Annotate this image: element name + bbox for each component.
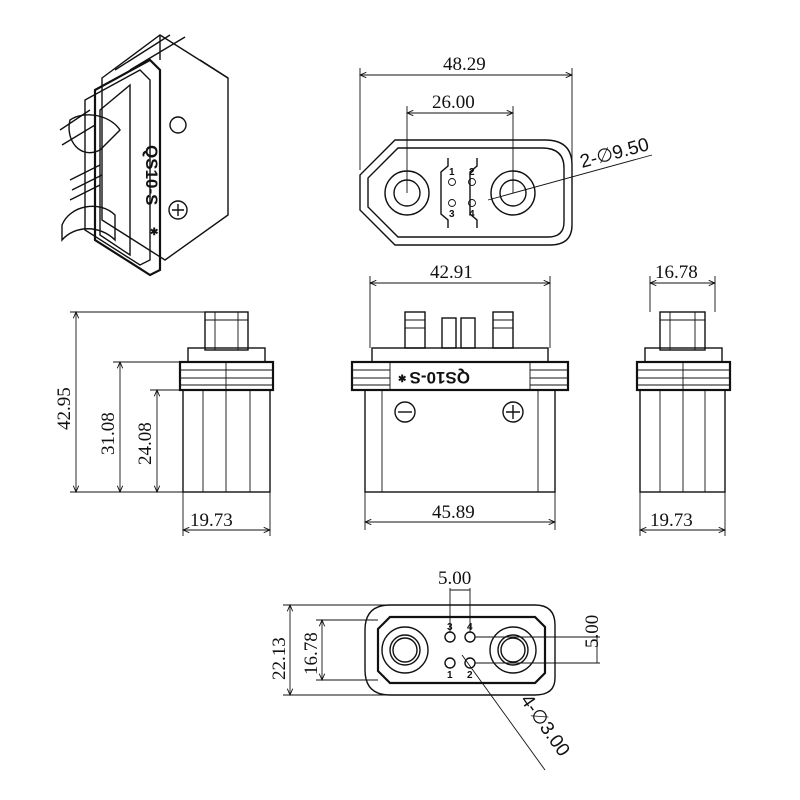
- pin-label-1: 1: [449, 167, 455, 178]
- top-view: 1 2 3 4 48.29 26.00 2-∅9.50: [360, 54, 653, 246]
- right-side-view: 16.78 19.73: [635, 262, 732, 536]
- dim-pin-spacing-v: 5.00: [582, 615, 603, 648]
- pin-label-3: 3: [449, 209, 455, 220]
- dim-inner-height: 16.78: [301, 632, 322, 675]
- front-spark-icon: ✱: [398, 374, 407, 385]
- bottom-pin-label-1: 1: [447, 670, 453, 681]
- dim-overall-height: 22.13: [269, 637, 290, 680]
- bottom-pin-label-2: 2: [467, 670, 473, 681]
- dim-right-width: 19.73: [650, 510, 693, 531]
- isometric-screw-icon: [169, 116, 187, 134]
- dim-top-width: 42.91: [430, 262, 473, 283]
- pin-label-2: 2: [469, 167, 475, 178]
- pin-callout: 4-∅3.00: [516, 691, 574, 761]
- front-brand-mark: QS10-S: [410, 368, 470, 387]
- dim-pin-spacing-h: 5.00: [438, 568, 471, 589]
- dim-height-mid: 31.08: [98, 412, 119, 455]
- dim-center-spacing: 26.00: [432, 92, 475, 113]
- dim-height-total: 42.95: [54, 387, 75, 430]
- isometric-plus-icon: [168, 200, 188, 220]
- minus-icon: [394, 401, 416, 423]
- dim-bottom-width: 45.89: [432, 502, 475, 523]
- isometric-brand-mark: QS10-S: [142, 145, 161, 205]
- dim-right-top-width: 16.78: [655, 262, 698, 283]
- dim-overall-width: 48.29: [443, 54, 486, 75]
- isometric-spark-icon: ✱: [150, 227, 159, 238]
- bottom-view: 3 4 1 2 5.00 5.00 22.13 16.78 4-∅3.00: [269, 568, 603, 771]
- isometric-view: QS10-S ✱: [59, 34, 229, 277]
- pin-label-4: 4: [469, 209, 475, 220]
- dim-left-width: 19.73: [190, 510, 233, 531]
- front-view: QS10-S ✱ 42.91 45.89: [350, 262, 570, 530]
- dim-height-body: 24.08: [135, 422, 156, 465]
- plus-icon: [502, 401, 524, 423]
- left-side-view: 42.95 31.08 24.08 19.73: [54, 312, 275, 536]
- hole-callout: 2-∅9.50: [578, 134, 651, 173]
